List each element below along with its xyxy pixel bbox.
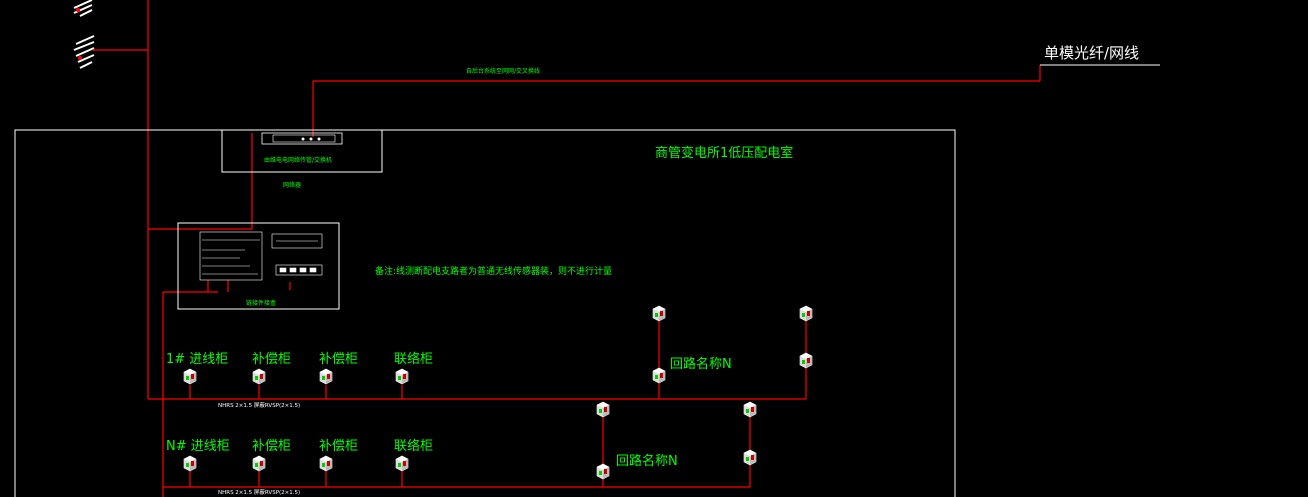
switch-sub-caption: 网络器: [283, 181, 301, 189]
cabinet-label: N# 进线柜: [166, 439, 230, 454]
circuit-label: 回路名称N: [616, 453, 678, 469]
meter-module-icon: [252, 455, 266, 472]
cabinet-label: 补偿柜: [252, 352, 291, 367]
collector-panel: [199, 231, 323, 281]
switch-caption: 由维电电网络传管/交换机: [264, 156, 332, 164]
cabinet-label: 联络柜: [394, 351, 433, 367]
cabinet-label: 补偿柜: [252, 439, 291, 454]
cabinet-label: 1# 进线柜: [166, 352, 228, 367]
cable-bundle-icon: [73, 0, 95, 69]
meter-module-icon: [319, 368, 333, 385]
meter-module-icon: [183, 368, 197, 385]
meter-module-icon: [799, 305, 813, 322]
network-switch: [261, 132, 343, 145]
meter-module-icon: [319, 455, 333, 472]
cable-tag: NHRS 2×1.5 屏蔽RVSP(2×1.5): [218, 401, 300, 409]
panel-caption: 链接件接盒: [246, 299, 276, 307]
substation-room-frame: [14, 129, 956, 497]
cabinet-label: 补偿柜: [319, 439, 358, 454]
meter-module-icon: [799, 352, 813, 369]
meter-module-icon: [252, 368, 266, 385]
panel-frame: [177, 222, 340, 310]
fiber-note: 自后台系统至网网/交叉换线: [466, 67, 540, 75]
meter-module-icon: [395, 455, 409, 472]
remark-note: 备注:线测断配电支路者为普通无线传感器装，则不进行计量: [375, 265, 612, 277]
cabinet-label: 联络柜: [394, 438, 433, 454]
fiber-label: 单模光纤/网线: [1044, 44, 1139, 62]
cable-tag: NHRS 2×1.5 屏蔽RVSP(2×1.5): [218, 488, 300, 496]
cabinet-label: 补偿柜: [319, 352, 358, 367]
meter-module-icon: [743, 449, 757, 466]
room-title: 商管变电所1低压配电室: [655, 145, 793, 161]
meter-module-icon: [395, 368, 409, 385]
wiring: [92, 0, 1041, 497]
meter-module-icon: [183, 455, 197, 472]
circuit-label: 回路名称N: [670, 356, 732, 372]
meter-module-icon: [652, 305, 666, 322]
meter-module-icon: [652, 367, 666, 384]
meter-module-icon: [596, 463, 610, 480]
meter-module-icon: [596, 401, 610, 418]
switch-frame: [221, 129, 383, 173]
frames: [14, 64, 1160, 497]
meter-module-icon: [743, 401, 757, 418]
